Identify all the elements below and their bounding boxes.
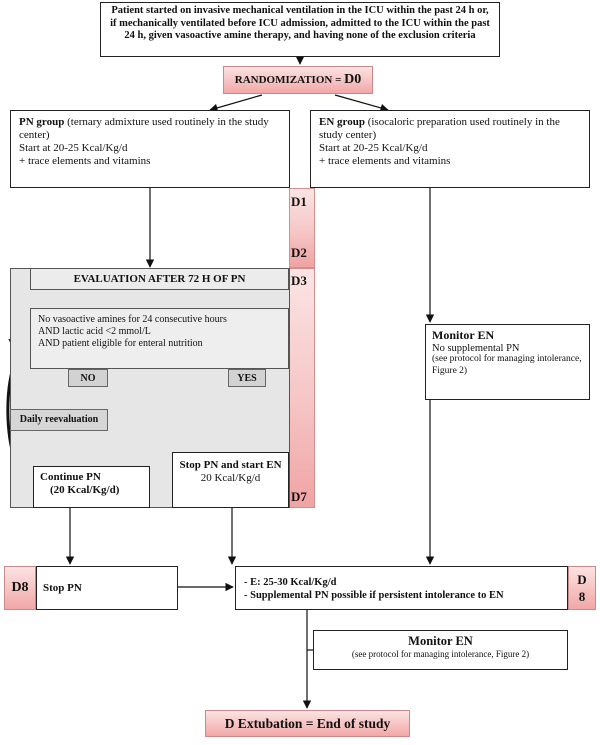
day-label-d8-right-bottom: 8: [578, 589, 586, 604]
monitor-en-2-title: Monitor EN: [408, 634, 473, 648]
eligibility-text: Patient started on invasive mechanical v…: [110, 5, 490, 41]
randomization-box: RANDOMIZATION = D0: [223, 66, 373, 94]
en-group-box: EN group (isocaloric preparation used ro…: [310, 110, 590, 188]
en-group-title: EN group: [319, 116, 365, 128]
monitor-en-box-2: Monitor EN (see protocol for managing in…: [313, 630, 568, 670]
evaluation-title: EVALUATION AFTER 72 H OF PN: [73, 273, 246, 285]
monitor-en-line-1: No supplemental PN: [432, 342, 520, 354]
pn-group-title: PN group: [19, 116, 65, 128]
d8-left-label: D8: [4, 566, 36, 610]
no-label: NO: [68, 369, 108, 387]
d8-line-1: - E: 25-30 Kcal/Kg/d: [244, 577, 337, 588]
pn-group-desc: (ternary admixture used routinely in the…: [19, 116, 269, 141]
pn-group-start: Start at 20-25 Kcal/Kg/d: [19, 142, 128, 154]
continue-pn-title: Continue PN: [40, 471, 101, 483]
day-label-d3: D3: [291, 273, 307, 288]
day-label-d8: D8: [11, 580, 29, 595]
monitor-en-box: Monitor EN No supplemental PN (see proto…: [425, 324, 590, 400]
en-group-desc: (isocaloric preparation used routinely i…: [319, 116, 560, 141]
criteria-line-1: No vasoactive amines for 24 consecutive …: [38, 314, 227, 325]
monitor-en-line-2: (see protocol for managing intolerance, …: [432, 354, 582, 376]
continue-pn-rate: (20 Kcal/Kg/d): [50, 484, 120, 496]
day-label-d1: D1: [291, 194, 307, 209]
d8-line-2: - Supplemental PN possible if persistent…: [244, 590, 504, 601]
d8-nutrition-box: - E: 25-30 Kcal/Kg/d - Supplemental PN p…: [235, 566, 568, 610]
day-label-d7: D7: [291, 489, 307, 504]
continue-pn-box: Continue PN (20 Kcal/Kg/d): [33, 466, 150, 508]
stop-pn-label: Stop PN: [43, 582, 82, 594]
evaluation-title-box: EVALUATION AFTER 72 H OF PN: [30, 268, 289, 290]
en-group-start: Start at 20-25 Kcal/Kg/d: [319, 142, 428, 154]
d3-d7-timeline-bar: D3 D7: [289, 268, 315, 508]
d8-right-label: D 8: [568, 566, 596, 610]
day-label-d8-right-top: D: [577, 572, 587, 587]
criteria-box: No vasoactive amines for 24 consecutive …: [30, 308, 289, 369]
stop-pn-start-en-rate: 20 Kcal/Kg/d: [200, 472, 261, 484]
randomization-day: D0: [344, 72, 362, 87]
daily-reevaluation-label: Daily reevaluation: [10, 409, 108, 431]
monitor-en-2-note: (see protocol for managing intolerance, …: [351, 649, 530, 659]
day-label-d2: D2: [291, 245, 307, 260]
monitor-en-title: Monitor EN: [432, 328, 495, 342]
arrow-randomization-to-en: [334, 94, 389, 112]
yes-label: YES: [228, 369, 266, 387]
stop-pn-start-en-box: Stop PN and start EN 20 Kcal/Kg/d: [172, 452, 289, 508]
eligibility-box: Patient started on invasive mechanical v…: [100, 2, 500, 57]
pn-group-extras: + trace elements and vitamins: [19, 155, 151, 167]
d1-d2-timeline-block: D1 D2: [289, 188, 315, 268]
criteria-line-2: AND lactic acid <2 mmol/L: [38, 326, 151, 337]
en-group-extras: + trace elements and vitamins: [319, 155, 451, 167]
end-of-study-label: D Extubation = End of study: [224, 716, 391, 731]
stop-pn-start-en-title: Stop PN and start EN: [179, 459, 282, 471]
randomization-prefix: RANDOMIZATION =: [234, 74, 345, 86]
criteria-line-3: AND patient eligible for enteral nutriti…: [38, 338, 203, 349]
stop-pn-box: Stop PN: [36, 566, 178, 610]
pn-group-box: PN group (ternary admixture used routine…: [10, 110, 290, 188]
end-of-study-box: D Extubation = End of study: [205, 710, 410, 737]
arrow-randomization-to-pn: [209, 94, 263, 112]
